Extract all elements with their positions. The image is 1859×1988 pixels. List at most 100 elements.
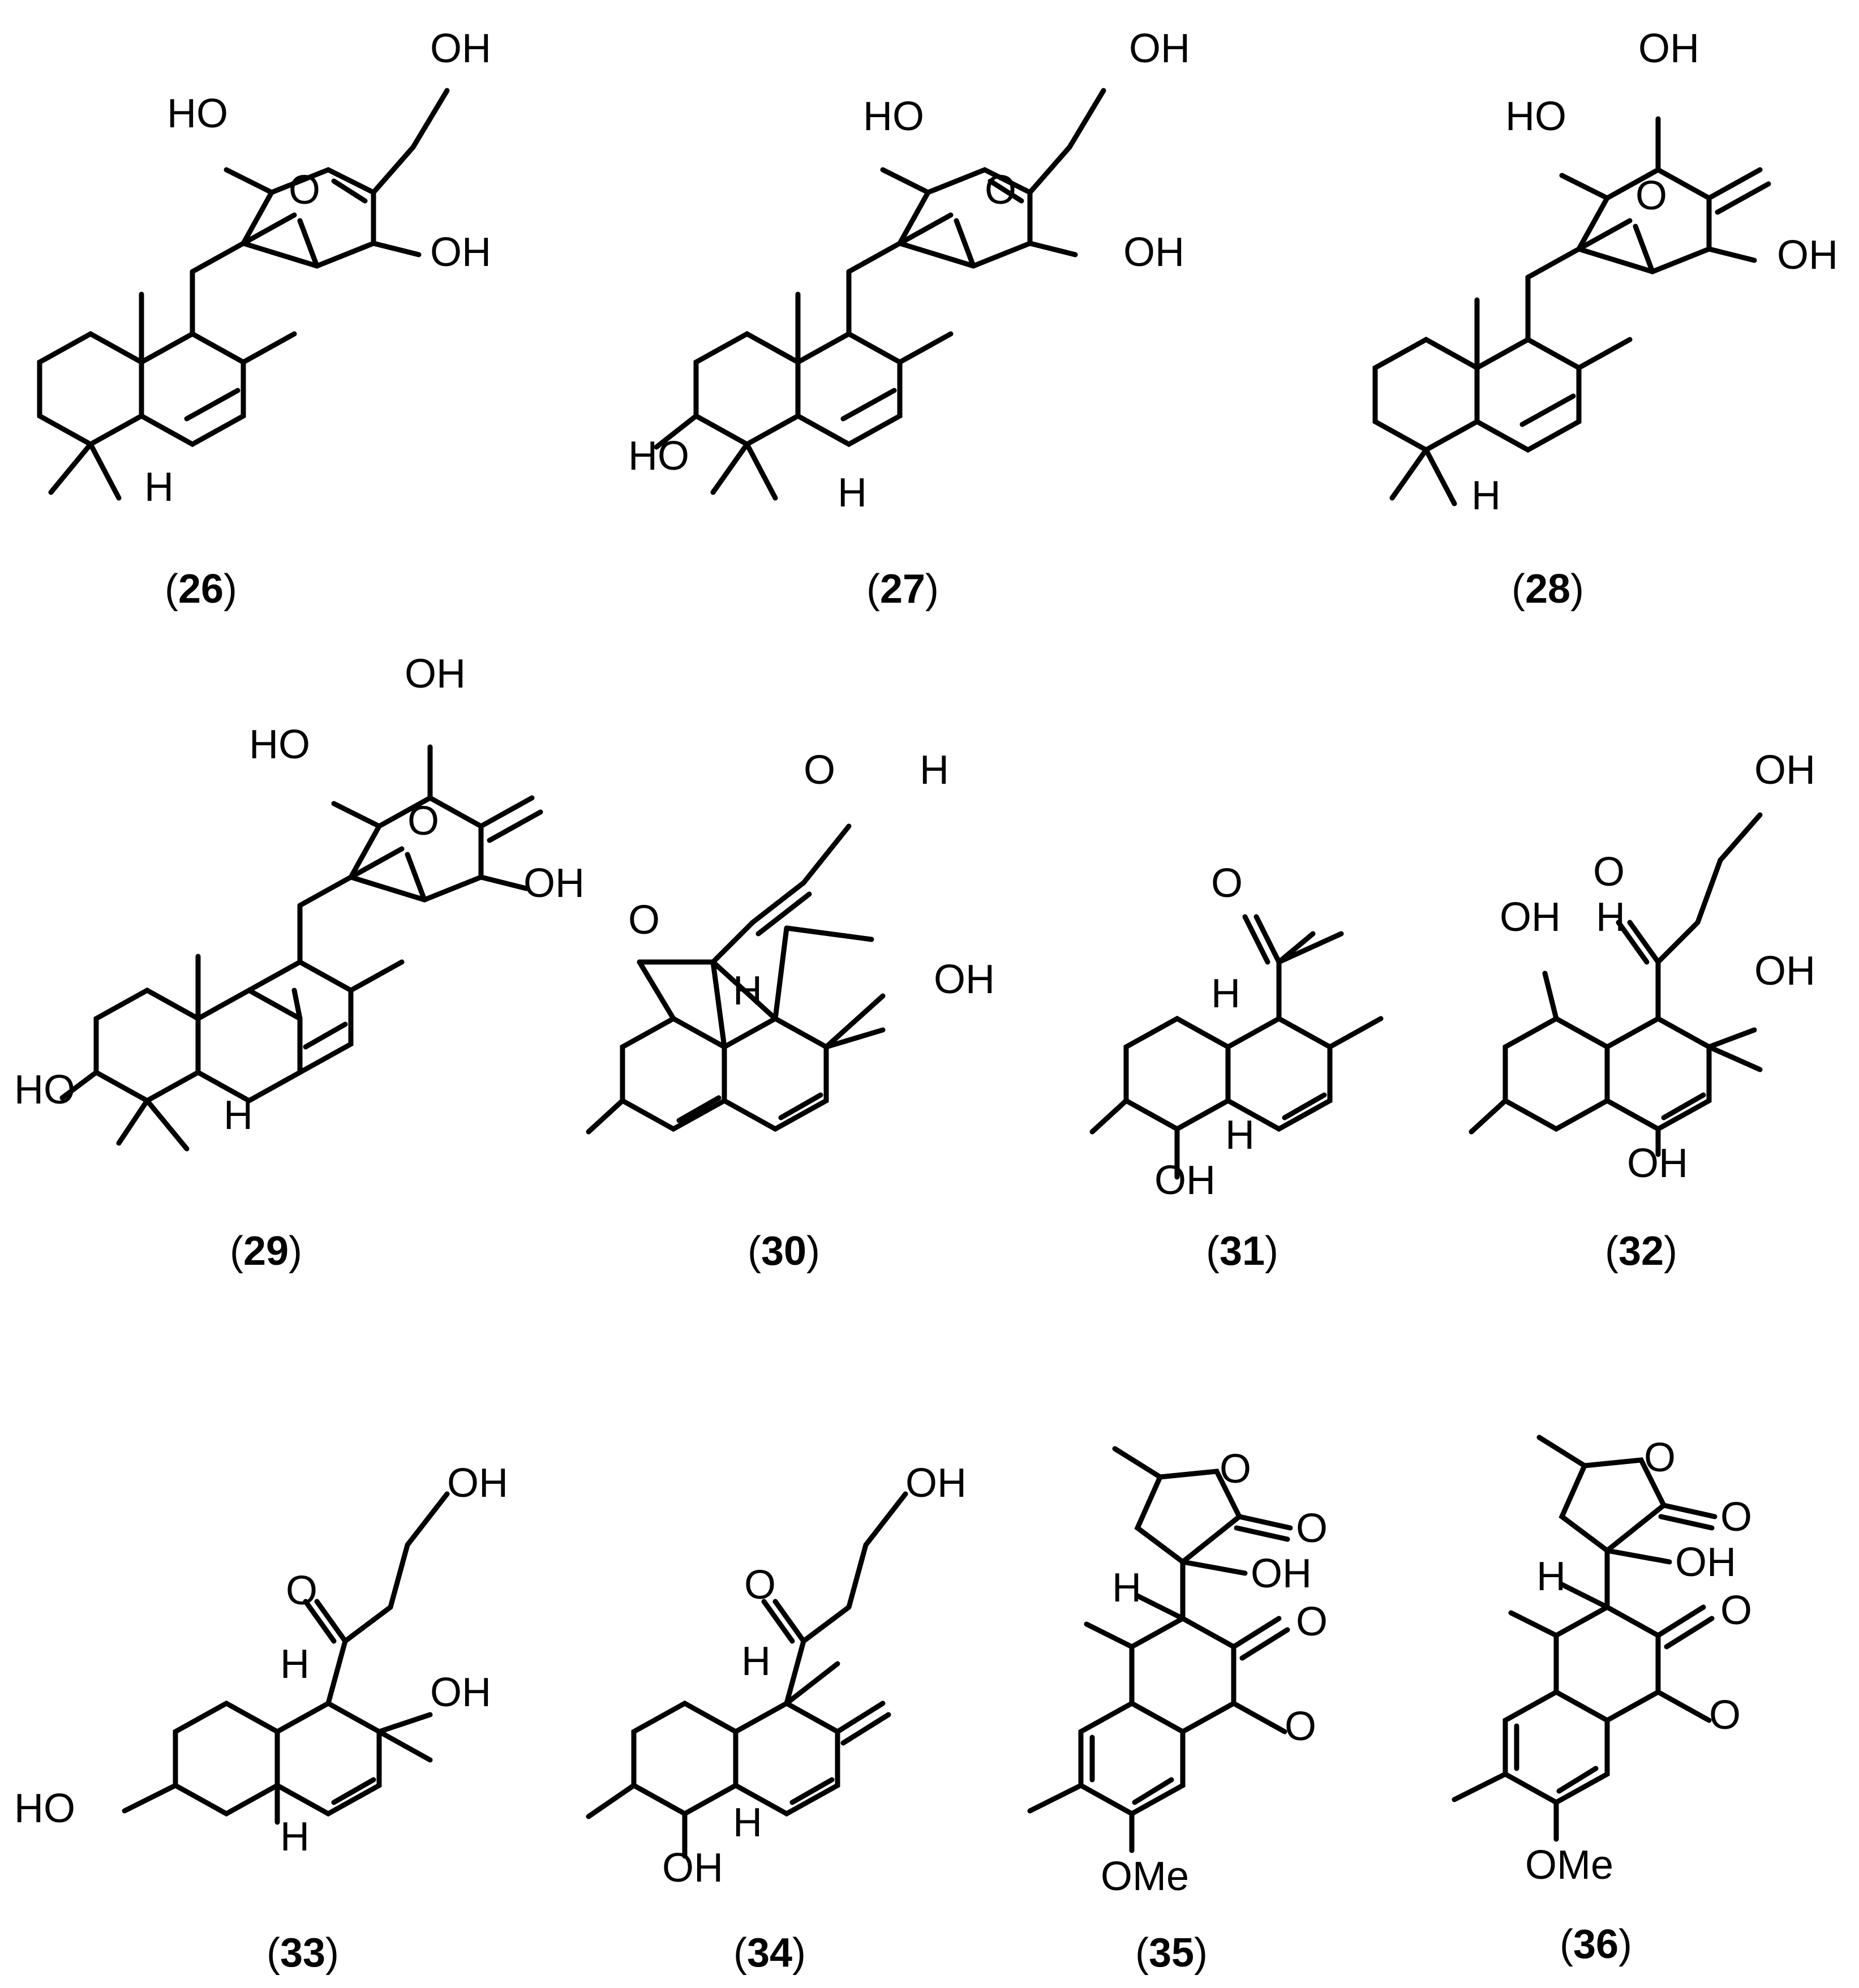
caption-paren-close: ) (925, 566, 939, 612)
atom-label: O (1593, 849, 1625, 895)
atom-label: OH (405, 651, 466, 697)
caption-paren-close: ) (289, 1229, 302, 1274)
atom-labels: OH O OH H OH OH (1500, 748, 1815, 1186)
atom-label: O (1709, 1693, 1741, 1738)
compound-caption: (36) (1560, 1922, 1632, 1967)
compound-caption: (29) (230, 1229, 302, 1274)
compound-caption: (31) (1206, 1229, 1278, 1274)
atom-labels: O O OH H O O OMe (1101, 1446, 1328, 1899)
atom-label: H (920, 748, 949, 793)
atom-label: OH (1500, 895, 1561, 940)
atom-label: H (280, 1642, 310, 1687)
bonds (59, 744, 543, 1152)
atom-label: OH (1754, 748, 1815, 793)
atom-label: OH (447, 1461, 508, 1506)
atom-label: H (1112, 1565, 1141, 1611)
atom-label: O (1720, 1588, 1752, 1633)
atom-label: OH (1638, 26, 1699, 71)
atom-label: OH (1154, 1158, 1216, 1203)
atom-label: H (1225, 1113, 1255, 1158)
atom-labels: OH HO O OH HO H (628, 26, 1190, 516)
atom-label: O (1211, 861, 1243, 906)
caption-paren-open: ( (748, 1229, 761, 1274)
atom-label: H (838, 470, 867, 516)
caption-paren-close: ) (792, 1930, 806, 1976)
caption-paren-open: ( (1605, 1229, 1618, 1274)
caption-paren-close: ) (1618, 1922, 1632, 1967)
compound-caption: (26) (165, 566, 237, 612)
compound-29: OH HO O OH HO H (29) (14, 651, 585, 1274)
atom-label: OMe (1525, 1843, 1613, 1888)
atom-label: OH (934, 957, 995, 1002)
bonds (1027, 1446, 1293, 1853)
atom-labels: OH HO O OH H (144, 26, 491, 510)
compound-28: OH HO O OH H (28) (1372, 26, 1838, 612)
caption-paren-close: ) (325, 1930, 339, 1976)
compound-number: 27 (880, 566, 925, 612)
compound-33: OH O H OH HO H (33) (14, 1461, 508, 1976)
compound-number: 33 (280, 1930, 325, 1976)
atom-label: OH (1675, 1540, 1736, 1585)
atom-label: OH (430, 26, 491, 71)
compound-number: 31 (1220, 1229, 1265, 1274)
atom-label: HO (14, 1786, 75, 1831)
atom-label: OH (1251, 1551, 1312, 1596)
compound-number: 34 (747, 1930, 792, 1976)
bonds (122, 1491, 450, 1825)
bonds (654, 88, 1106, 501)
compound-caption: (33) (267, 1930, 339, 1976)
atom-label: O (1285, 1704, 1316, 1749)
caption-paren-open: ( (165, 566, 178, 612)
atom-label: O (289, 168, 320, 213)
compound-31: O H H OH (31) (1089, 861, 1384, 1274)
compound-number: 32 (1618, 1229, 1664, 1274)
compound-number: 30 (761, 1229, 806, 1274)
caption-paren-open: ( (1206, 1229, 1220, 1274)
atom-label: H (741, 1639, 771, 1684)
caption-paren-open: ( (230, 1229, 243, 1274)
atom-label: H (280, 1814, 310, 1860)
atom-label: OH (1754, 948, 1815, 994)
atom-labels: OH HO O OH H (1471, 26, 1838, 518)
compound-27: OH HO O OH HO H (27) (628, 26, 1190, 612)
atom-label: O (1296, 1599, 1328, 1644)
atom-label: H (1596, 895, 1625, 940)
atom-labels: O O OH H O O OMe (1525, 1435, 1752, 1888)
atom-labels: O H O H OH (628, 748, 995, 1014)
atom-label: OH (1123, 230, 1184, 275)
atom-label: H (1536, 1554, 1566, 1599)
atom-label: O (1644, 1435, 1676, 1480)
compound-number: 26 (178, 566, 224, 612)
atom-label: O (1220, 1446, 1251, 1492)
compound-36: O O OH H O O OMe (36) (1452, 1435, 1752, 1967)
compound-caption: (32) (1605, 1229, 1677, 1274)
compound-number: 28 (1525, 566, 1570, 612)
atom-label: HO (249, 722, 310, 767)
compound-32: OH O OH H OH OH (32) (1469, 748, 1815, 1274)
atom-label: OH (430, 1670, 491, 1715)
caption-paren-open: ( (267, 1930, 280, 1976)
atom-label: OH (1129, 26, 1190, 71)
caption-paren-close: ) (1194, 1930, 1208, 1976)
atom-label: HO (628, 433, 689, 479)
atom-label: O (985, 168, 1016, 213)
compound-26: OH HO O OH H (26) (37, 26, 491, 612)
bonds (586, 823, 886, 1135)
caption-paren-open: ( (866, 566, 880, 612)
atom-label: OH (523, 861, 585, 906)
caption-paren-close: ) (224, 566, 237, 612)
compound-number: 29 (243, 1229, 289, 1274)
atom-label: HO (167, 91, 228, 136)
atom-label: O (1296, 1506, 1328, 1551)
atom-label: OH (1777, 233, 1838, 278)
atom-label: O (286, 1568, 317, 1613)
caption-paren-close: ) (1570, 566, 1584, 612)
atom-label: OH (905, 1461, 967, 1506)
caption-paren-open: ( (1135, 1930, 1149, 1976)
atom-labels: O H H OH (1154, 861, 1255, 1203)
compound-number: 35 (1149, 1930, 1194, 1976)
atom-label: HO (14, 1067, 75, 1113)
bonds (1089, 914, 1384, 1180)
atom-label: OH (1627, 1141, 1688, 1186)
